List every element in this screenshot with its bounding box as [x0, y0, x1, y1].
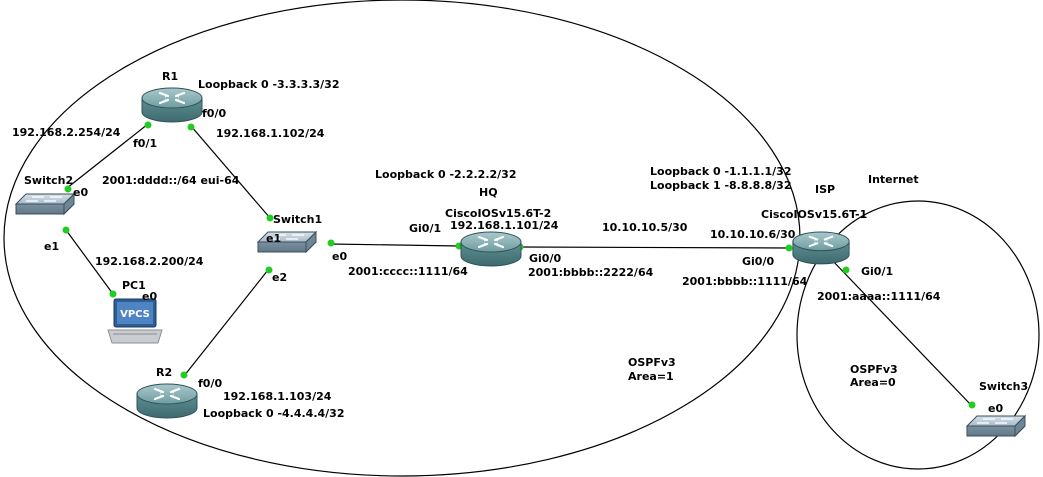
- sw1-e1-label: e1: [266, 232, 281, 245]
- links: [65, 123, 973, 407]
- hq-gi00-label: Gi0/0: [529, 252, 561, 265]
- hq-title: HQ: [479, 186, 498, 199]
- area0-name: Area=0: [850, 376, 896, 389]
- link-switch1-r2: [183, 269, 269, 377]
- port-dot-sw2-e1: [62, 226, 70, 234]
- pc1-ipv4: 192.168.2.200/24: [95, 255, 204, 268]
- hq-name: CiscoIOSv15.6T-2: [445, 207, 551, 220]
- port-dot-r1-f01: [144, 121, 152, 129]
- area1-protocol: OSPFv3: [628, 356, 676, 369]
- router-r1-icon[interactable]: [140, 86, 204, 124]
- port-dot-sw1-e1: [266, 214, 274, 222]
- router-r2-icon[interactable]: [135, 382, 199, 420]
- pc1-label: PC1: [122, 279, 146, 292]
- switch3-icon[interactable]: [966, 415, 1026, 437]
- r1-f01-label: f0/1: [133, 137, 157, 150]
- r2-label: R2: [156, 366, 172, 379]
- router-hq-icon[interactable]: [459, 230, 523, 268]
- isp-name: CiscoIOSv15.6T-1: [761, 208, 867, 221]
- switch2-icon[interactable]: [15, 193, 75, 215]
- r1-label: R1: [162, 70, 178, 83]
- hq-loopback: Loopback 0 -2.2.2.2/32: [375, 168, 517, 181]
- switch1-label: Switch1: [273, 213, 322, 226]
- switch3-label: Switch3: [979, 380, 1028, 393]
- hq-ipv4: 192.168.1.101/24: [450, 219, 559, 232]
- router-isp-icon[interactable]: [791, 230, 851, 265]
- sw2-e1-label: e1: [44, 240, 59, 253]
- sw1-e2-label: e2: [272, 271, 287, 284]
- link-r1-switch2: [66, 123, 149, 189]
- port-dot-sw2-e0: [64, 185, 72, 193]
- r1-f01-ipv4: 192.168.2.254/24: [12, 126, 121, 139]
- isp-gi01-label: Gi0/1: [861, 265, 893, 278]
- switch2-label: Switch2: [24, 174, 73, 187]
- r1-loopback: Loopback 0 -3.3.3.3/32: [198, 78, 340, 91]
- link-hq-isp: [519, 246, 791, 249]
- port-dot-r1-f00: [187, 123, 195, 131]
- switch2-ipv6: 2001:dddd::/64 eui-64: [102, 174, 240, 187]
- r1-f00-ipv4: 192.168.1.102/24: [216, 127, 325, 140]
- internet-label: Internet: [868, 173, 919, 186]
- port-dot-sw1-e0: [327, 239, 335, 247]
- sw3-e0-label: e0: [988, 402, 1003, 415]
- hq-isp-link-ipv4: 10.10.10.5/30: [602, 221, 688, 234]
- link-r1-switch1: [190, 125, 271, 219]
- area0-protocol: OSPFv3: [850, 363, 898, 376]
- area1-name: Area=1: [628, 370, 674, 383]
- port-dot-isp-gi00: [785, 244, 793, 252]
- r2-ipv4: 192.168.1.103/24: [223, 390, 332, 403]
- port-dot-pc1-e0: [109, 290, 117, 298]
- link-switch2-pc1: [65, 229, 114, 295]
- link-switch1-hq: [329, 243, 461, 247]
- pc1-badge: VPCS: [120, 309, 150, 320]
- port-dot-sw3-e0: [968, 401, 976, 409]
- sw1-e0-label: e0: [332, 250, 347, 263]
- port-dot-isp-gi01: [842, 266, 850, 274]
- isp-title: ISP: [815, 183, 835, 196]
- pc1-e0-label: e0: [142, 290, 157, 303]
- isp-gi00-ipv4: 10.10.10.6/30: [710, 228, 796, 241]
- hq-gi00-ipv6: 2001:bbbb::2222/64: [528, 266, 654, 279]
- isp-gi00-label: Gi0/0: [742, 255, 774, 268]
- isp-gi00-ipv6: 2001:bbbb::1111/64: [682, 275, 808, 288]
- isp-loopback0: Loopback 0 -1.1.1.1/32: [650, 165, 792, 178]
- area1-boundary: [3, 0, 801, 477]
- hq-gi01-label: Gi0/1: [409, 222, 441, 235]
- r1-f00-label: f0/0: [202, 107, 226, 120]
- link-isp-switch3: [829, 257, 973, 407]
- pc1-icon[interactable]: VPCS: [107, 298, 163, 344]
- hq-gi01-ipv6: 2001:cccc::1111/64: [348, 265, 468, 278]
- area0-boundary: [796, 200, 1040, 470]
- isp-gi01-ipv6: 2001:aaaa::1111/64: [817, 290, 941, 303]
- r2-loopback: Loopback 0 -4.4.4.4/32: [203, 407, 345, 420]
- port-dots: [62, 121, 976, 409]
- port-dot-r2-f00: [180, 371, 188, 379]
- port-dot-sw1-e2: [265, 266, 273, 274]
- r2-f00-label: f0/0: [198, 377, 222, 390]
- sw2-e0-label: e0: [73, 186, 88, 199]
- isp-loopback1: Loopback 1 -8.8.8.8/32: [650, 179, 792, 192]
